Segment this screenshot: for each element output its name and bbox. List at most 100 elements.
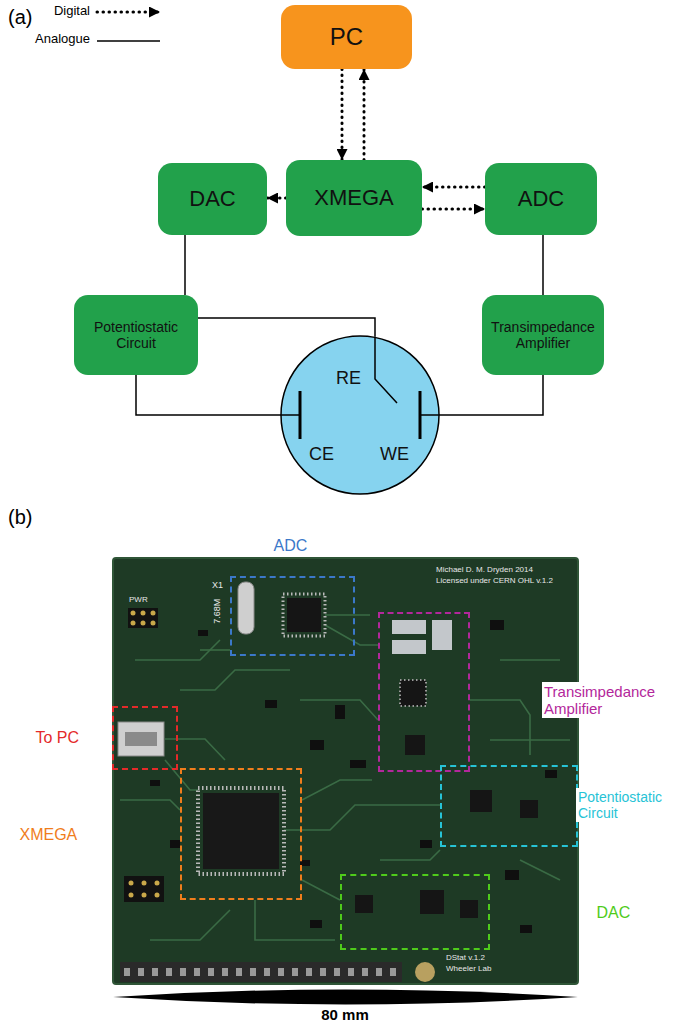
- analogue-wire: [440, 375, 543, 415]
- trace: [470, 700, 530, 755]
- legend-text: Analogue: [35, 32, 90, 47]
- silkscreen-text: Wheeler Lab: [446, 964, 491, 973]
- legend-samples: [97, 12, 160, 41]
- trace: [490, 739, 570, 741]
- header-pins: [129, 881, 160, 898]
- working-electrode: [419, 391, 422, 439]
- silkscreen-text: Licensed under CERN OHL v.1.2: [436, 576, 553, 585]
- digital-link: [267, 197, 286, 200]
- usb-connector: [118, 722, 164, 756]
- panel-label: (a): [8, 6, 32, 29]
- opamp-chip: [470, 790, 492, 812]
- digital-link: [422, 208, 485, 211]
- pin: [155, 893, 160, 898]
- region-label: DAC: [597, 904, 631, 922]
- box-label: DAC: [164, 186, 261, 211]
- header-pins: [131, 611, 156, 626]
- trace: [120, 800, 180, 810]
- pin: [129, 893, 134, 898]
- pin: [141, 611, 146, 616]
- cell-outline: [280, 335, 440, 495]
- analogue-wire: [198, 318, 375, 336]
- edge-header: [120, 962, 402, 982]
- panel-label: (b): [8, 506, 32, 529]
- crystal: [238, 582, 254, 634]
- microcontroller-box: XMEGA: [286, 160, 422, 236]
- box-label: ADC: [491, 186, 591, 211]
- region-box: DAC: [340, 874, 490, 950]
- pin: [131, 621, 136, 626]
- silkscreen-text: PWR: [129, 595, 148, 604]
- pin: [141, 621, 146, 626]
- smd-part: [520, 925, 532, 933]
- region-box: To PC: [112, 706, 178, 770]
- smd-part: [545, 770, 557, 778]
- usb-socket: [125, 732, 157, 746]
- region-label: To PC: [36, 729, 80, 747]
- pin: [131, 611, 136, 616]
- trace: [325, 625, 378, 645]
- trace: [380, 850, 440, 860]
- region-box: ADC: [230, 576, 355, 656]
- edge-header-pins: [124, 968, 398, 976]
- electrode-label: CE: [309, 444, 334, 465]
- region-label: Transimpedance Amplifier: [542, 682, 676, 719]
- converter-box: ADC: [485, 163, 597, 235]
- region-label: Potentiostatic Circuit: [576, 788, 676, 822]
- smd-part: [420, 840, 432, 848]
- box-label: Potentiostatic Circuit: [80, 319, 192, 351]
- box-label: Transimpedance Amplifier: [488, 319, 598, 351]
- electrode-lead: [280, 414, 300, 416]
- box-label: PC: [287, 23, 406, 51]
- silkscreen-text: 7.68M: [212, 599, 222, 624]
- smd-part: [310, 920, 322, 928]
- analogue-wire: [542, 235, 544, 295]
- dimension-label: 80 mm: [321, 1006, 369, 1023]
- pcb-traces: [120, 615, 570, 940]
- chip-pins: [283, 594, 325, 636]
- scale-bar: [113, 990, 578, 1005]
- pin: [142, 893, 147, 898]
- silkscreen-text: Michael D. M. Dryden 2014: [436, 565, 533, 574]
- trace: [284, 805, 440, 830]
- silkscreen-text: X1: [212, 580, 223, 590]
- box-label: XMEGA: [292, 185, 416, 210]
- silkscreen-text: DStat v.1.2: [446, 953, 485, 962]
- chip-pins: [198, 788, 284, 874]
- legend-sample: [97, 11, 160, 14]
- trace: [200, 649, 230, 651]
- microcontroller-chip: [203, 793, 279, 869]
- pin: [151, 611, 156, 616]
- digital-link: [341, 69, 344, 160]
- electrode-label: WE: [380, 444, 409, 465]
- region-box: XMEGA: [180, 768, 302, 900]
- dac-chip: [355, 895, 373, 913]
- trace: [300, 700, 378, 720]
- converter-box: DAC: [158, 163, 267, 235]
- trace: [520, 860, 560, 880]
- host-computer-box: PC: [281, 5, 412, 69]
- digital-link: [363, 69, 366, 160]
- smd-part: [310, 740, 324, 750]
- electrochemical-cell: RE CE WE: [280, 335, 440, 495]
- smd-part: [490, 620, 504, 630]
- smd-part: [265, 700, 277, 708]
- pin: [155, 881, 160, 886]
- electrode-label: RE: [336, 368, 361, 389]
- resistor: [392, 620, 426, 634]
- region-box: Potentiostatic Circuit: [440, 765, 578, 847]
- dac-chip: [460, 900, 478, 918]
- trace: [150, 910, 230, 940]
- amplifier-chip: [405, 735, 425, 755]
- smd-part: [350, 760, 366, 768]
- adc-chip: [287, 598, 321, 632]
- smd-part: [335, 705, 345, 719]
- dac-chip: [420, 890, 444, 914]
- counter-electrode: [299, 391, 302, 439]
- legend-sample: [97, 40, 160, 42]
